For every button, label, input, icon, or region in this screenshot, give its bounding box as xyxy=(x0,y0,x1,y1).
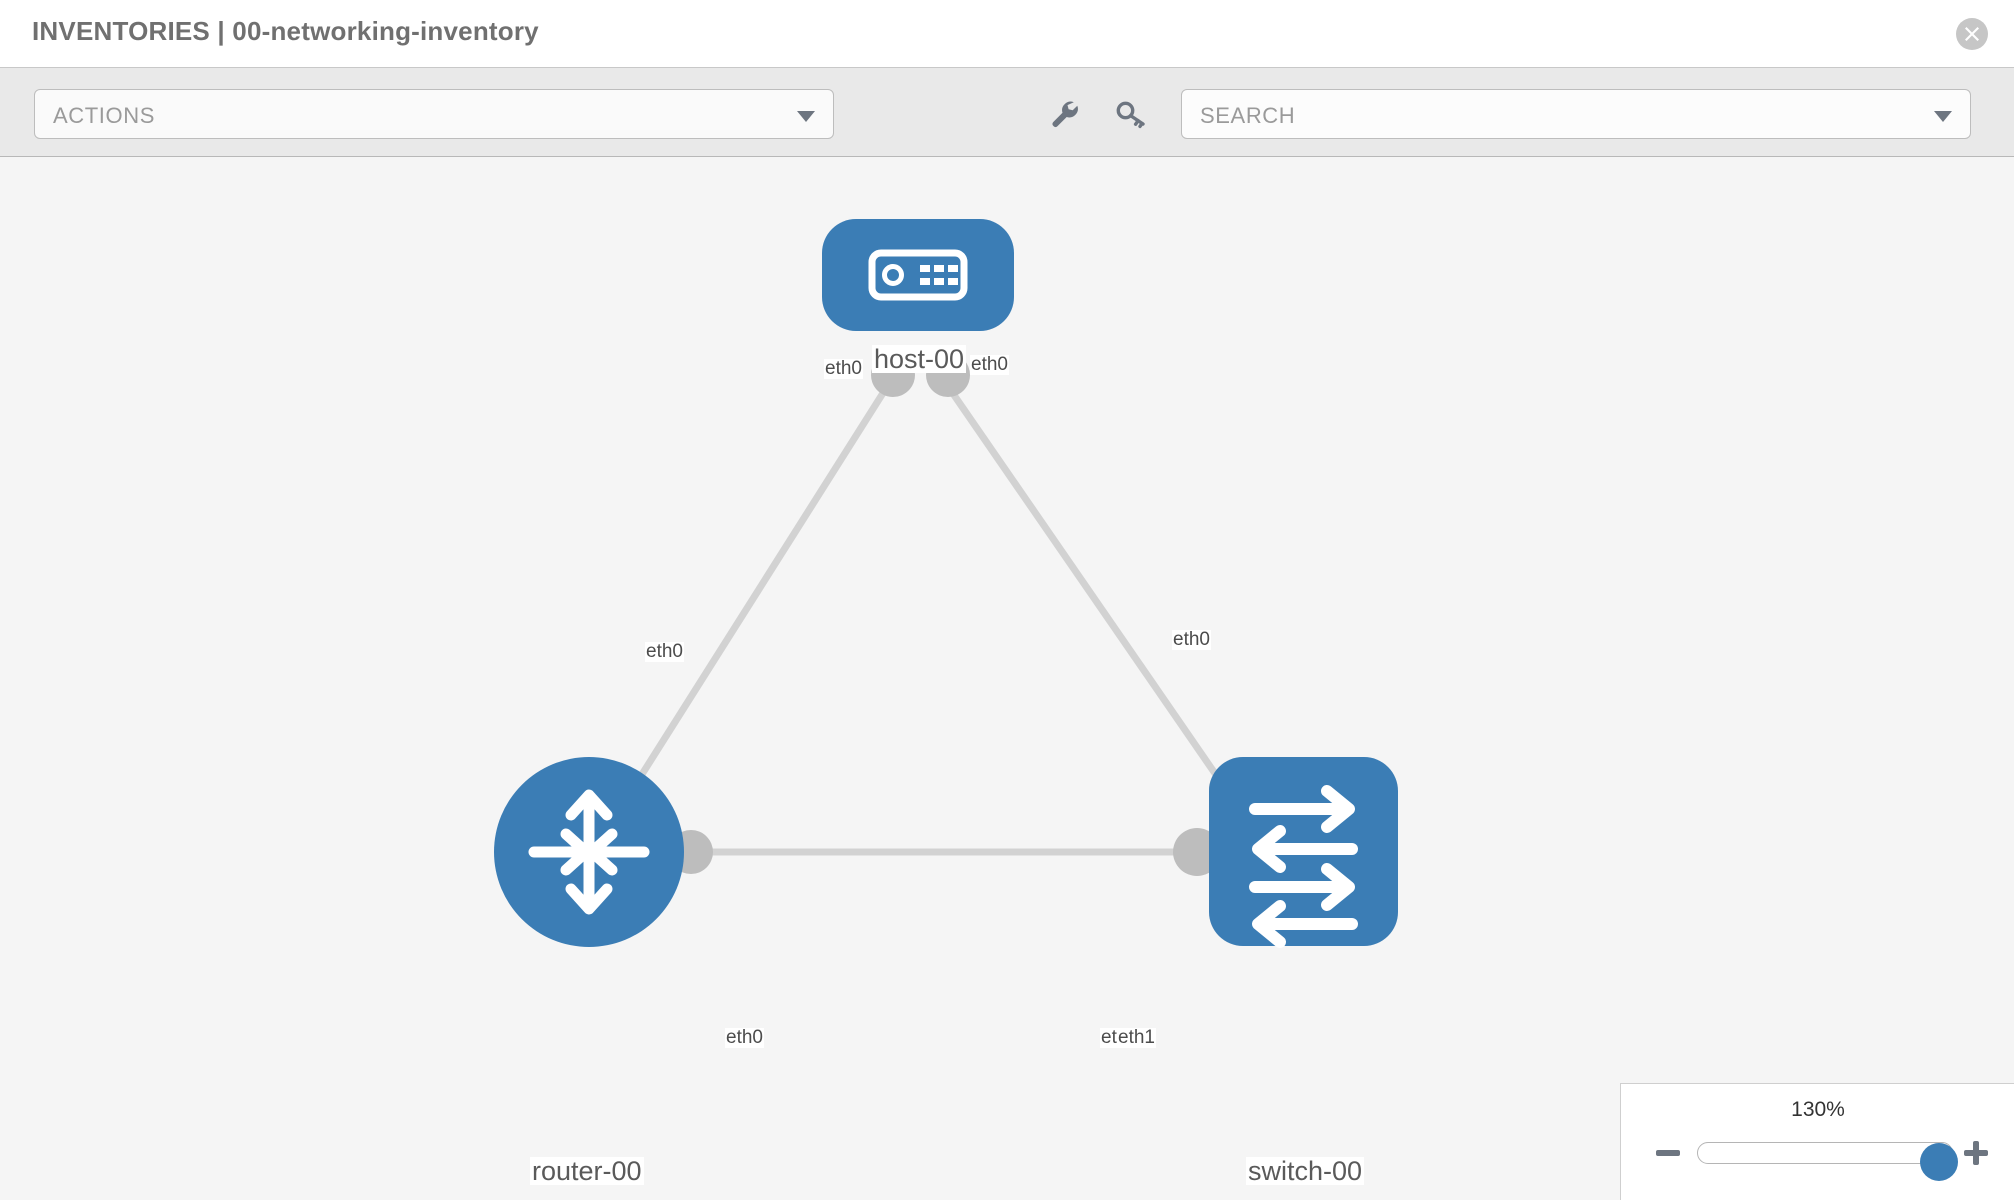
toolbar: ACTIONS SEARCH xyxy=(0,68,2014,157)
topology-canvas[interactable]: host-00 router-00 switch-00 eth0 eth0 et… xyxy=(0,157,2014,1200)
node-router-00[interactable] xyxy=(494,757,684,947)
node-label-switch-00: switch-00 xyxy=(1246,1156,1365,1186)
node-switch-00[interactable] xyxy=(1209,757,1398,948)
switch-arrows-icon xyxy=(1249,785,1358,948)
wrench-icon[interactable] xyxy=(1046,96,1082,132)
search-placeholder: SEARCH xyxy=(1200,103,1296,128)
server-icon xyxy=(868,249,968,301)
node-label-router-00: router-00 xyxy=(530,1156,644,1186)
edge-host-switch xyxy=(942,380,1248,819)
close-icon[interactable] xyxy=(1956,18,1988,50)
actions-dropdown[interactable]: ACTIONS xyxy=(34,89,834,139)
minus-icon[interactable] xyxy=(1653,1138,1683,1168)
edge-label-host-right: eth0 xyxy=(970,354,1009,375)
edge-label-router-upper: eth0 xyxy=(645,641,684,662)
zoom-slider[interactable] xyxy=(1697,1142,1958,1181)
edge-label-switch-left-b: eth1 xyxy=(1117,1027,1156,1048)
zoom-slider-row xyxy=(1621,1134,2014,1181)
page-title: INVENTORIES | 00-networking-inventory xyxy=(32,16,539,46)
router-arrows-icon xyxy=(528,789,650,915)
zoom-control-panel: 130% xyxy=(1620,1083,2014,1200)
key-icon[interactable] xyxy=(1113,96,1149,132)
plus-icon[interactable] xyxy=(1961,1138,1991,1168)
edge-label-router-right: eth0 xyxy=(725,1027,764,1048)
search-input[interactable]: SEARCH xyxy=(1181,89,1971,139)
zoom-level-value: 130% xyxy=(1791,1098,1845,1121)
node-label-host-00: host-00 xyxy=(872,344,967,374)
zoom-slider-thumb[interactable] xyxy=(1920,1143,1958,1181)
edge-label-switch-upper: eth0 xyxy=(1172,629,1211,650)
title-bar: INVENTORIES | 00-networking-inventory xyxy=(0,0,2014,68)
topology-edges xyxy=(612,380,1250,856)
topology-graph xyxy=(494,219,1398,948)
edge-host-router xyxy=(612,380,893,819)
node-host-00[interactable] xyxy=(822,219,1014,331)
chevron-down-icon[interactable] xyxy=(1934,111,1952,122)
edge-label-host-left: eth0 xyxy=(824,358,863,379)
actions-dropdown-label: ACTIONS xyxy=(53,103,155,128)
topology-connectors xyxy=(669,353,1257,876)
chevron-down-icon xyxy=(797,111,815,122)
